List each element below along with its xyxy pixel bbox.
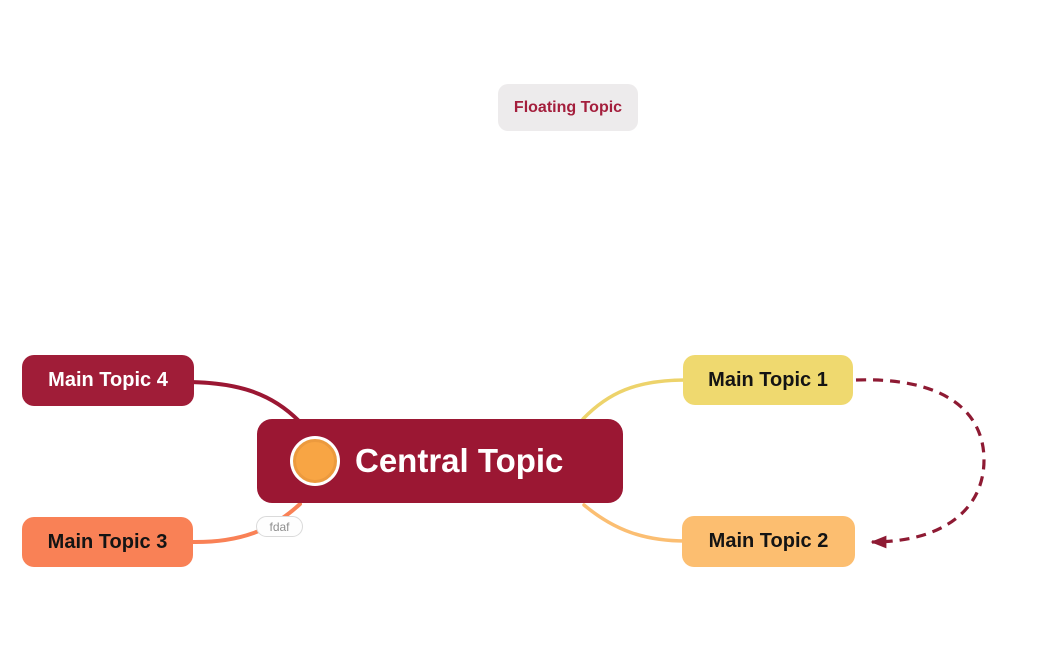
main-topic-4-label: Main Topic 4: [48, 369, 168, 391]
callout-badge[interactable]: fdaf: [256, 516, 303, 537]
branch-line-main-topic-4: [188, 380, 301, 423]
main-topic-1-label: Main Topic 1: [708, 368, 828, 391]
main-topic-3[interactable]: Main Topic 3: [22, 517, 193, 567]
callout-label: fdaf: [269, 519, 290, 534]
orange-circle-marker-icon: [293, 439, 337, 483]
main-topic-2-label: Main Topic 2: [708, 530, 829, 552]
central-topic-label: Central Topic: [355, 442, 564, 479]
main-topic-2[interactable]: Main Topic 2: [682, 516, 855, 567]
main-topic-4[interactable]: Main Topic 4: [22, 355, 194, 406]
floating-topic-label: Floating Topic: [513, 98, 623, 116]
relationship-arrow-topic1-to-topic2[interactable]: [855, 378, 986, 549]
floating-topic[interactable]: Floating Topic: [498, 84, 638, 131]
main-topic-1[interactable]: Main Topic 1: [683, 355, 853, 405]
branch-line-main-topic-1: [581, 378, 688, 421]
branch-line-main-topic-2: [582, 503, 688, 543]
main-topic-3-label: Main Topic 3: [47, 530, 168, 553]
central-topic[interactable]: Central Topic: [257, 419, 623, 503]
